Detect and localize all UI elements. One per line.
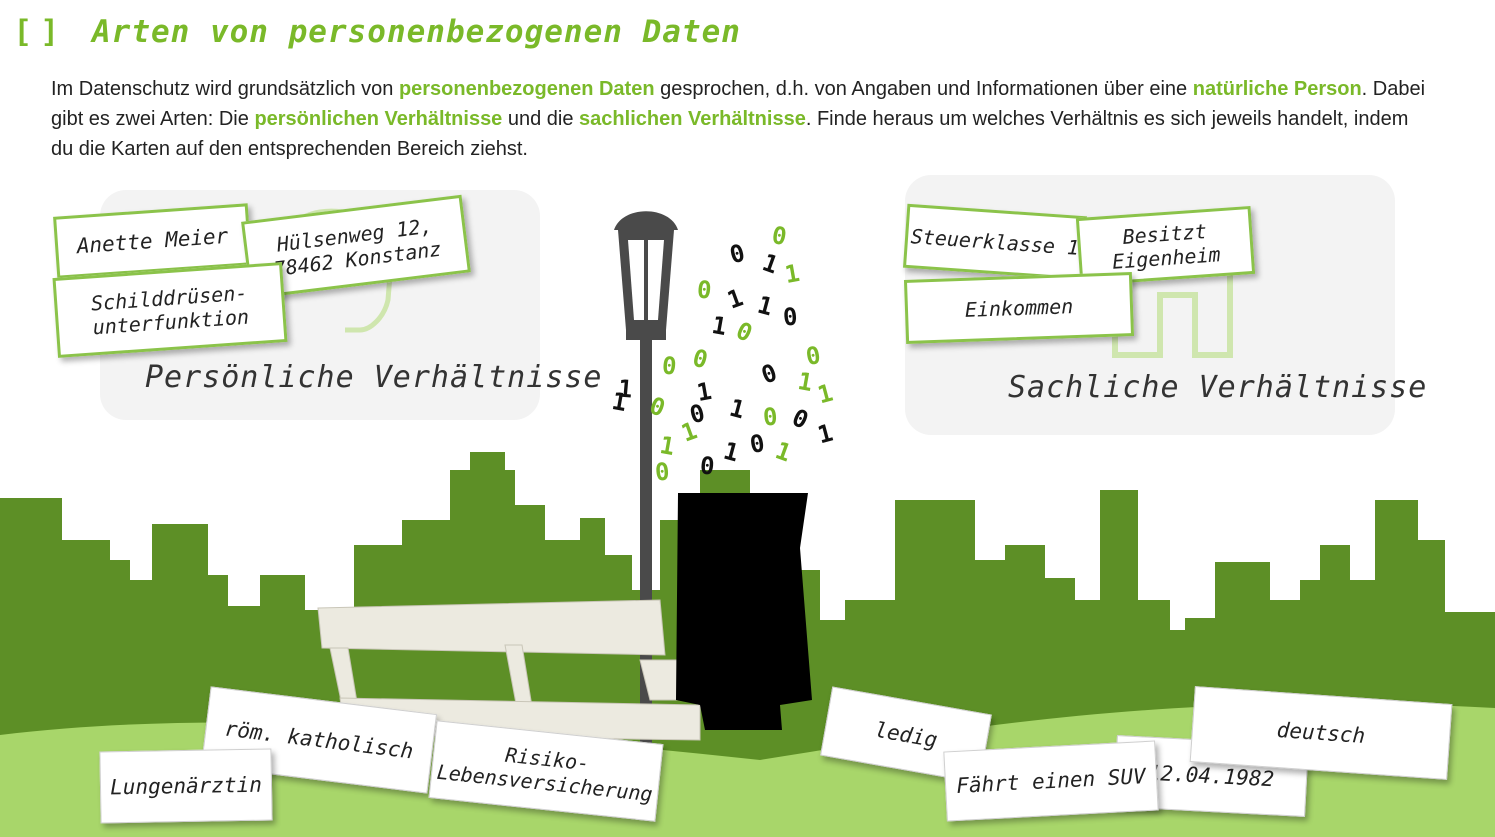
intro-part: . Dabei gibt es zwei Arten: Die [51,78,1426,130]
person-silhouette [676,493,812,730]
binary-digit: 0 [653,457,671,487]
binary-digit: 0 [698,451,716,481]
intro-part: . Finde heraus um welches Verhältnis es … [51,108,1409,160]
page-title: Arten von personenbezogenen Daten [92,14,741,50]
card-tax-class[interactable]: Steuerklasse 1 [902,203,1088,281]
instruction-text: Im Datenschutz wird grundsätzlich von pe… [51,74,1431,164]
intro-part: gesprochen, d.h. von Angaben und Informa… [654,78,1193,100]
intro-part: und die [502,108,580,130]
card-doctor[interactable]: Lungenärztin [99,748,273,824]
highlight-term: sachlichen Verhältnisse [579,108,806,130]
highlight-term: natürliche Person [1192,78,1362,100]
card-income[interactable]: Einkommen [903,272,1135,344]
card-thyroid[interactable]: Schilddrüsen- unterfunktion [52,262,288,358]
binary-digit: 0 [695,275,713,305]
binary-digit: 0 [761,402,779,432]
intro-part: Im Datenschutz wird grundsätzlich von [51,78,399,100]
card-suv[interactable]: Fährt einen SUV [943,740,1159,822]
binary-digit: 0 [781,302,799,332]
highlight-term: personenbezogenen Daten [398,78,655,100]
binary-digit: 0 [660,351,678,381]
zone-label-personal: Persönliche Verhältnisse [145,360,603,395]
highlight-term: persönlichen Verhältnisse [254,108,503,130]
bracket-icon: [ ] [18,14,59,47]
zone-label-material: Sachliche Verhältnisse [1008,370,1428,405]
